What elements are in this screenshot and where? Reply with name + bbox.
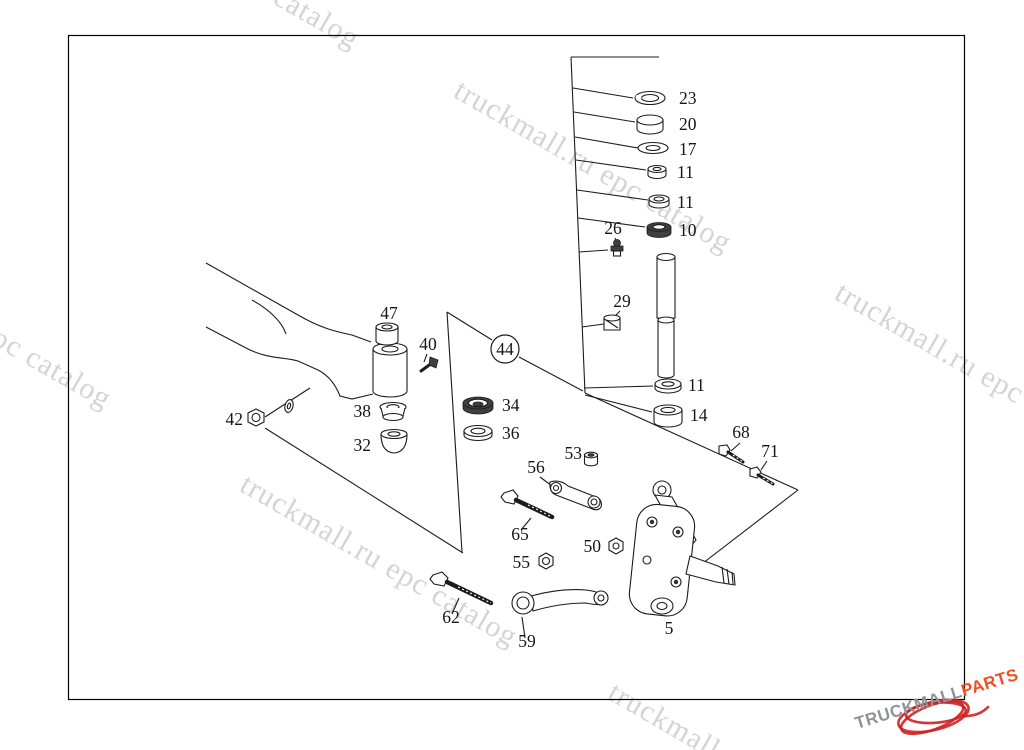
watermark-text: truckmall.ru epc catalog <box>603 675 892 750</box>
callout-71: 71 <box>761 441 779 461</box>
circled-callout-44: 44 <box>490 334 520 364</box>
part-42-nut <box>247 399 294 427</box>
watermark-text: truckmall.ru epc catalog <box>77 0 366 55</box>
callout-5: 5 <box>665 618 674 638</box>
callout-14: 14 <box>690 405 708 425</box>
kingpin-shaft <box>656 252 676 379</box>
callout-56: 56 <box>527 457 545 477</box>
part-38-bushing <box>379 401 407 422</box>
diagram-border <box>67 34 966 701</box>
part-47-bushing <box>375 322 399 346</box>
part-5-steering-knuckle <box>628 480 736 617</box>
callout-59: 59 <box>518 631 536 651</box>
part-29-lock-piece <box>603 314 621 331</box>
part-65-bolt <box>500 489 555 520</box>
part-59-steering-arm <box>511 589 609 615</box>
part-32-cup <box>380 428 408 454</box>
part-34-bearing <box>462 396 494 415</box>
part-50-plug <box>608 537 624 555</box>
part-20-cap <box>636 114 664 135</box>
logo-brand-accent: PARTS <box>959 665 1021 700</box>
callout-11b: 11 <box>677 192 694 212</box>
callout-17: 17 <box>679 139 697 159</box>
callout-11c: 11 <box>688 375 705 395</box>
callout-62: 62 <box>442 607 460 627</box>
part-62-bolt <box>429 571 494 606</box>
part-11-nut-upper <box>647 164 667 180</box>
callout-40: 40 <box>419 334 437 354</box>
brand-logo: TRUCKMALLPARTS <box>853 665 1021 736</box>
part-23-snap-ring <box>634 90 666 106</box>
part-26-grease-nipple <box>610 239 624 257</box>
watermark-text: truckmall.ru epc catalog <box>235 467 524 653</box>
part-71-bolt <box>749 466 775 486</box>
callout-47: 47 <box>380 303 398 323</box>
part-56-link-arm <box>549 480 602 511</box>
callout-36: 36 <box>502 423 520 443</box>
watermark-text: truckmall.ru epc catalog <box>0 229 118 415</box>
watermark-text: truckmall.ru epc catalog <box>830 275 1024 461</box>
callout-34: 34 <box>502 395 520 415</box>
logo-swirl-icon <box>897 698 990 736</box>
callout-50: 50 <box>584 536 602 556</box>
callout-labels: 23 20 17 11 11 10 26 29 11 14 47 40 42 3… <box>226 88 779 651</box>
part-55-nut <box>538 552 554 570</box>
part-11-washer-lower <box>654 378 682 394</box>
callout-10: 10 <box>679 220 697 240</box>
callout-44: 44 <box>496 339 514 359</box>
callout-53: 53 <box>565 443 583 463</box>
part-68-bolt <box>718 444 745 464</box>
callout-38: 38 <box>354 401 372 421</box>
part-10-bearing-ring <box>646 222 672 238</box>
callout-68: 68 <box>732 422 750 442</box>
callout-32: 32 <box>354 435 372 455</box>
axle-beam <box>205 262 408 400</box>
part-14-bushing <box>653 404 683 428</box>
part-17-washer <box>637 141 669 155</box>
part-40-pin <box>419 356 439 373</box>
callout-20: 20 <box>679 114 697 134</box>
callout-42: 42 <box>226 409 244 429</box>
part-53-bushing <box>583 451 599 467</box>
part-11-ring <box>648 194 670 209</box>
callout-65: 65 <box>511 524 529 544</box>
part-36-washer <box>463 424 493 442</box>
callout-11a: 11 <box>677 162 694 182</box>
callout-29: 29 <box>613 291 631 311</box>
callout-26: 26 <box>604 218 622 238</box>
callout-55: 55 <box>513 552 531 572</box>
callout-23: 23 <box>679 88 697 108</box>
